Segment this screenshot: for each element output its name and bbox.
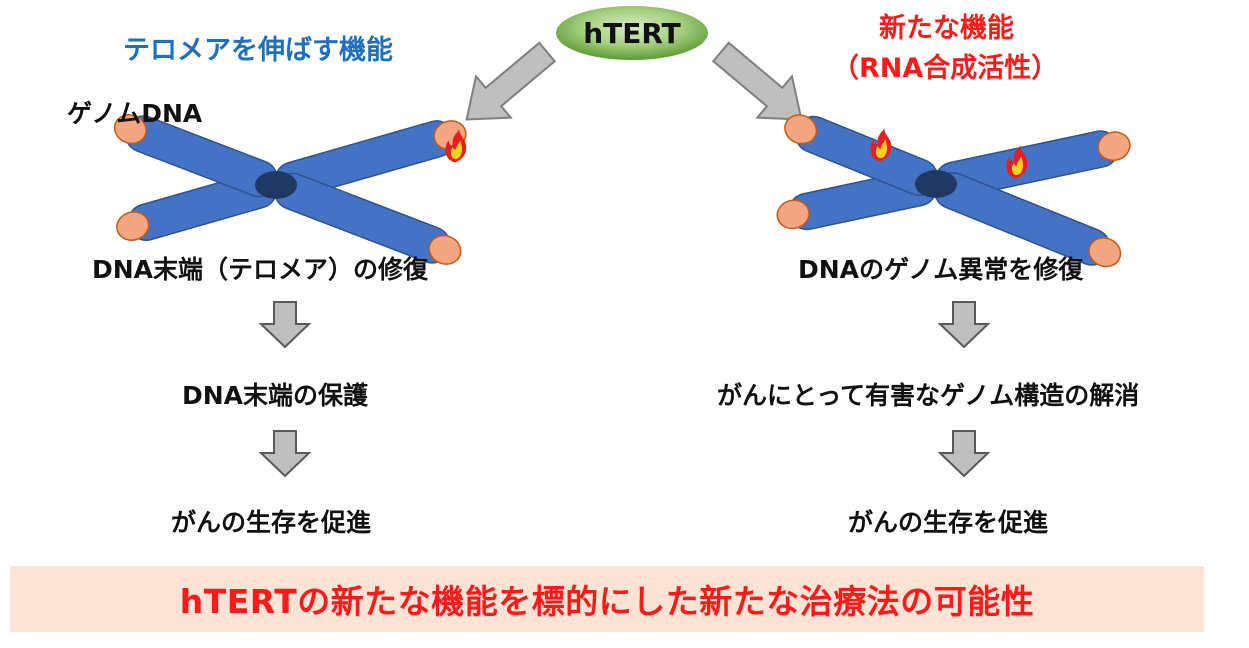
right-step-2: がんにとって有害なゲノム構造の解消 — [717, 381, 1140, 410]
conclusion-text: hTERTの新たな機能を標的にした新たな治療法の可能性 — [179, 582, 1035, 621]
left-step-1: DNA末端（テロメア）の修復 — [92, 255, 429, 284]
right-step-1: DNAのゲノム異常を修復 — [798, 255, 1084, 284]
right-step-3: がんの生存を促進 — [848, 508, 1049, 537]
down-arrow-icon — [258, 301, 312, 349]
right-title-line-1: 新たな機能 — [879, 13, 1014, 44]
left-title: テロメアを伸ばす機能 — [123, 35, 393, 66]
right-centromere — [915, 170, 957, 198]
left-step-2: DNA末端の保護 — [182, 381, 369, 410]
left-chromosome — [113, 114, 467, 265]
right-title-line-2: （RNA合成活性） — [832, 53, 1059, 84]
down-arrow-icon — [937, 301, 991, 349]
htert-badge-ellipse — [556, 6, 708, 60]
htert-label: hTERT — [583, 16, 681, 50]
genome-dna-label: ゲノムDNA — [67, 99, 203, 128]
conclusion-banner: hTERTの新たな機能を標的にした新たな治療法の可能性 — [10, 566, 1204, 632]
down-arrow-icon — [937, 430, 991, 478]
left-centromere — [255, 171, 297, 199]
arrow-to-left-icon — [465, 41, 557, 121]
right-chromosome — [776, 114, 1131, 268]
down-arrow-icon — [258, 430, 312, 478]
arrow-to-right-icon — [711, 41, 803, 121]
left-step-3: がんの生存を促進 — [171, 508, 372, 537]
